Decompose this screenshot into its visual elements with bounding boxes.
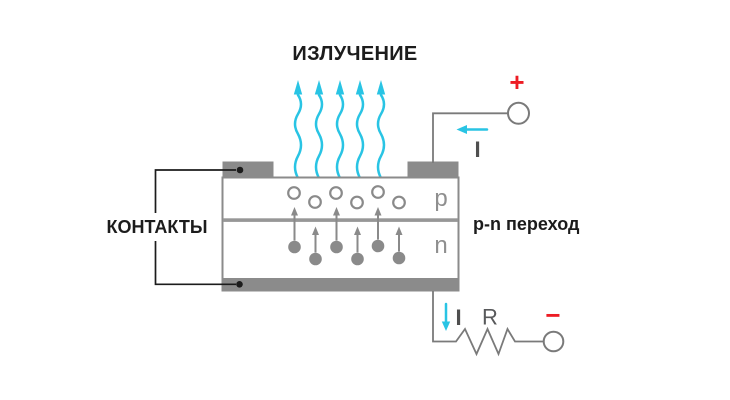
holes-group bbox=[287, 185, 406, 210]
hole-icon bbox=[329, 186, 343, 200]
resistor-label: R bbox=[482, 305, 498, 330]
current-label-top: I bbox=[474, 137, 480, 162]
current-label-bottom: I bbox=[455, 305, 461, 330]
resistor-wire bbox=[432, 291, 544, 357]
radiation-wave-arrow bbox=[354, 78, 366, 180]
hole-icon bbox=[350, 195, 364, 210]
hole-icon bbox=[392, 195, 406, 210]
contacts-annotation: КОНТАКТЫ bbox=[107, 166, 244, 288]
contact-dot-top bbox=[236, 166, 244, 174]
led-device: p n bbox=[221, 161, 460, 292]
electron-icon bbox=[330, 240, 343, 254]
current-arrow-top-head-icon bbox=[456, 125, 467, 134]
current-arrow-bottom-head-icon bbox=[441, 321, 451, 331]
radiation-title: ИЗЛУЧЕНИЕ bbox=[292, 43, 417, 65]
radiation-wave-arrow bbox=[313, 78, 325, 180]
hole-icon bbox=[308, 195, 322, 209]
contact-dot-bottom bbox=[236, 281, 243, 288]
positive-terminal-icon bbox=[507, 101, 530, 125]
positive-circuit: + I bbox=[432, 67, 530, 163]
electron-arrows-short bbox=[312, 226, 403, 253]
contacts-label: КОНТАКТЫ bbox=[107, 217, 208, 237]
radiation-wave-arrow bbox=[292, 78, 304, 180]
arrow-head-icon bbox=[354, 226, 361, 235]
negative-terminal-icon bbox=[542, 330, 565, 353]
arrow-head-icon bbox=[291, 207, 298, 216]
top-contact-right bbox=[407, 161, 459, 178]
plus-sign: + bbox=[509, 67, 524, 97]
negative-circuit: − I R bbox=[432, 291, 565, 357]
positive-wire bbox=[432, 112, 508, 163]
arrow-head-icon bbox=[333, 207, 340, 216]
radiation-wave-arrow bbox=[375, 78, 387, 180]
electron-icon bbox=[351, 252, 364, 266]
top-contact-left bbox=[222, 161, 274, 178]
minus-sign: − bbox=[545, 300, 560, 330]
electrons-group bbox=[288, 239, 406, 266]
radiation-wave-arrow bbox=[334, 78, 346, 180]
bottom-contact-strip bbox=[221, 278, 460, 291]
arrow-head-icon bbox=[374, 207, 382, 216]
hole-icon bbox=[371, 185, 385, 199]
radiation-waves bbox=[292, 78, 387, 180]
electron-arrows-long bbox=[291, 207, 382, 241]
contacts-bracket bbox=[154, 169, 236, 286]
electron-icon bbox=[371, 239, 385, 253]
electron-icon bbox=[309, 252, 322, 266]
pn-junction-bar bbox=[223, 218, 458, 222]
pn-junction-label: p-n переход bbox=[473, 214, 580, 234]
p-region-label: p bbox=[434, 185, 447, 212]
arrow-head-icon bbox=[395, 226, 403, 235]
arrow-head-icon bbox=[312, 226, 319, 235]
n-region-label: n bbox=[434, 232, 447, 259]
hole-icon bbox=[287, 186, 301, 200]
electron-icon bbox=[288, 240, 301, 254]
electron-icon bbox=[392, 251, 406, 265]
